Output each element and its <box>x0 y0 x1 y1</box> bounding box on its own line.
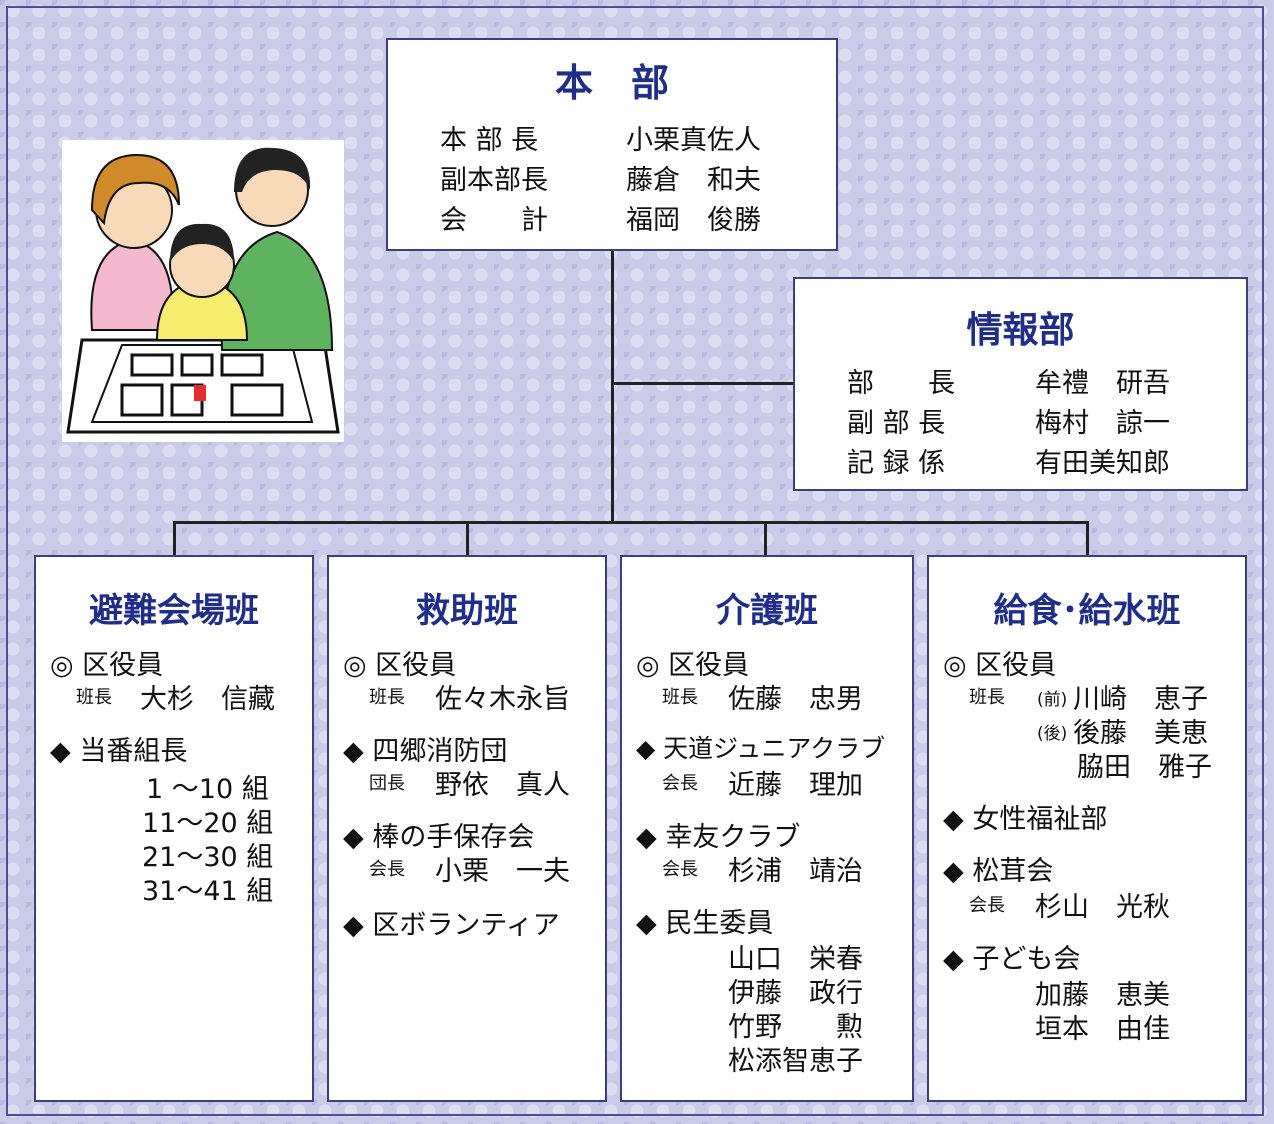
honbu-role-3: 会 計 <box>440 205 548 236</box>
kaigo-koyu: ◆ 幸友クラブ <box>636 822 801 853</box>
kyushoku-go: (後) <box>1037 724 1068 744</box>
kyushoku-box: 給食･給水班 ◎ 区役員 班長 (前) 川崎 恵子 (後) 後藤 美恵 脇田 雅… <box>927 555 1247 1102</box>
joho-title: 情報部 <box>966 310 1075 351</box>
kaigo-hancho: 佐藤 忠男 <box>728 684 863 715</box>
kyujo-bou-label: 会長 <box>369 859 405 880</box>
kaigo-tendo: ◆ 天道ジュニアクラブ <box>636 734 886 763</box>
kyujo-bou-kaicho: 小栗 一夫 <box>435 856 570 887</box>
joho-name-1: 牟禮 研吾 <box>1035 368 1170 399</box>
connector-kyujo <box>466 521 469 557</box>
kaigo-box: 介護班 ◎ 区役員 班長 佐藤 忠男 ◆ 天道ジュニアクラブ 会長 近藤 理加 … <box>620 555 914 1102</box>
kyujo-bou: ◆ 棒の手保存会 <box>343 822 535 853</box>
kaigo-minsei-3: 竹野 勲 <box>728 1012 863 1043</box>
honbu-name-1: 小栗真佐人 <box>626 125 761 156</box>
connector-kyushoku <box>1086 521 1089 557</box>
kaigo-koyu-kaicho: 杉浦 靖治 <box>728 856 863 887</box>
hinan-kumi-1: 1 ～10 組 <box>146 774 269 805</box>
family-map-illustration <box>62 140 344 442</box>
connector-joho <box>611 382 795 385</box>
kyujo-dancho-label: 団長 <box>369 773 405 794</box>
kyushoku-matsutake: ◆ 松茸会 <box>943 856 1054 887</box>
kyujo-kuyakuin: ◎ 区役員 <box>343 650 457 681</box>
kyushoku-matsutake-kaicho: 杉山 光秋 <box>1035 892 1170 923</box>
joho-role-2: 副 部 長 <box>847 408 946 439</box>
hinan-kumi-2: 11～20 組 <box>142 808 274 839</box>
kyushoku-kodomo-1: 加藤 恵美 <box>1035 980 1170 1011</box>
hinan-kumi-4: 31～41 組 <box>142 876 274 907</box>
honbu-role-2: 副本部長 <box>440 165 548 196</box>
kaigo-title: 介護班 <box>716 591 818 631</box>
page-frame <box>6 6 1264 1116</box>
connector-horizontal <box>173 521 1089 524</box>
kyujo-shobodan: ◆ 四郷消防団 <box>343 736 508 767</box>
connector-kaigo <box>764 521 767 557</box>
kaigo-tendo-label: 会長 <box>662 773 698 794</box>
joho-role-3: 記 録 係 <box>847 448 946 479</box>
connector-hinan <box>173 521 176 557</box>
kyushoku-kodomo-2: 垣本 由佳 <box>1035 1014 1170 1045</box>
joho-box: 情報部 部 長 牟禮 研吾 副 部 長 梅村 諒一 記 録 係 有田美知郎 <box>793 277 1248 491</box>
kyushoku-josei: ◆ 女性福祉部 <box>943 804 1108 835</box>
kyushoku-zen: (前) <box>1037 690 1068 710</box>
hinan-hancho-label: 班長 <box>76 687 112 708</box>
kyushoku-go-name: 後藤 美恵 <box>1073 718 1208 749</box>
hinan-hancho: 大杉 信藏 <box>140 684 275 715</box>
joho-name-3: 有田美知郎 <box>1035 448 1170 479</box>
hinan-toban: ◆ 当番組長 <box>50 736 188 767</box>
kaigo-minsei-4: 松添智恵子 <box>728 1046 863 1077</box>
kaigo-tendo-kaicho: 近藤 理加 <box>728 770 863 801</box>
honbu-title: 本 部 <box>554 61 669 105</box>
kyushoku-hancho-label: 班長 <box>969 687 1005 708</box>
kyushoku-title: 給食･給水班 <box>993 591 1181 631</box>
honbu-name-3: 福岡 俊勝 <box>626 205 761 236</box>
hinan-kumi-3: 21～30 組 <box>142 842 274 873</box>
kyushoku-kodomo: ◆ 子ども会 <box>943 944 1081 975</box>
kyujo-title: 救助班 <box>416 591 518 631</box>
kaigo-minsei: ◆ 民生委員 <box>636 908 774 939</box>
kyujo-box: 救助班 ◎ 区役員 班長 佐々木永旨 ◆ 四郷消防団 団長 野依 真人 ◆ 棒の… <box>327 555 607 1102</box>
connector-main-vertical <box>611 250 614 523</box>
kaigo-minsei-1: 山口 栄春 <box>728 944 863 975</box>
kyujo-hancho: 佐々木永旨 <box>435 684 570 715</box>
hinan-title: 避難会場班 <box>89 591 259 631</box>
kaigo-minsei-2: 伊藤 政行 <box>728 978 863 1009</box>
honbu-box: 本 部 本 部 長 小栗真佐人 副本部長 藤倉 和夫 会 計 福岡 俊勝 <box>386 38 838 251</box>
kyujo-volunteer: ◆ 区ボランティア <box>343 910 560 941</box>
kyushoku-kuyakuin: ◎ 区役員 <box>943 650 1057 681</box>
joho-name-2: 梅村 諒一 <box>1035 408 1170 439</box>
kyujo-dancho: 野依 真人 <box>435 770 570 801</box>
kyushoku-third: 脇田 雅子 <box>1077 752 1212 783</box>
kaigo-hancho-label: 班長 <box>662 687 698 708</box>
kaigo-kuyakuin: ◎ 区役員 <box>636 650 750 681</box>
kyushoku-zen-name: 川崎 恵子 <box>1073 684 1208 715</box>
honbu-role-1: 本 部 長 <box>440 125 539 156</box>
kaigo-koyu-label: 会長 <box>662 859 698 880</box>
hinan-box: 避難会場班 ◎ 区役員 班長 大杉 信藏 ◆ 当番組長 1 ～10 組 11～2… <box>34 555 314 1102</box>
kyushoku-matsutake-label: 会長 <box>969 895 1005 916</box>
joho-role-1: 部 長 <box>847 368 955 399</box>
kyujo-hancho-label: 班長 <box>369 687 405 708</box>
honbu-name-2: 藤倉 和夫 <box>626 165 761 196</box>
hinan-kuyakuin: ◎ 区役員 <box>50 650 164 681</box>
